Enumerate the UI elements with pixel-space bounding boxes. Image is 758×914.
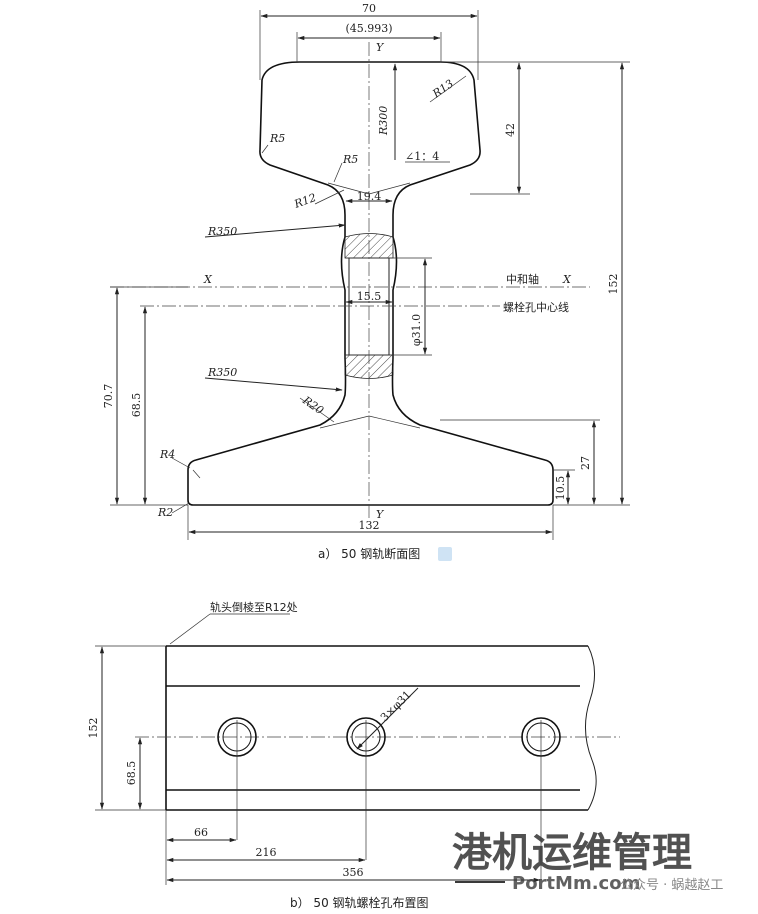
axis-x-right: X [562, 273, 572, 286]
bolt-hole-1 [217, 717, 257, 840]
watermark: 港机运维管理 PortMm.com 公众号 · 蜗越赵工 [452, 830, 723, 894]
slope-ratio: ∠1：4 [405, 150, 439, 163]
dim-66: 66 [194, 826, 208, 839]
radius-r5-left: R5 [269, 132, 285, 145]
badge-icon [438, 547, 452, 561]
watermark-title: 港机运维管理 [452, 830, 692, 876]
radius-r350-bottom: R350 [207, 366, 237, 379]
dim-216: 216 [256, 846, 277, 859]
break-line [585, 645, 597, 811]
rail-profile-outline [187, 61, 554, 506]
dim-70-7: 70.7 [102, 384, 115, 409]
dim-web-thickness: 15.5 [357, 290, 382, 303]
dim-10-5: 10.5 [554, 476, 567, 501]
watermark-site: PortMm.com [512, 873, 640, 894]
rail-section-view: 70 (45.993) Y R13 R300 R5 ∠1：4 42 152 R5… [102, 2, 630, 561]
radius-r5-neck: R5 [342, 153, 358, 166]
note-chamfer: 轨头倒棱至R12处 [210, 600, 298, 614]
dim-356: 356 [343, 866, 364, 879]
bolt-hole-3 [521, 717, 561, 880]
axis-x-left: X [203, 273, 213, 286]
dim-hole-height: 68.5 [125, 761, 138, 786]
dim-web-top: 19.4 [357, 190, 382, 203]
hole-callout: 3×φ31 [378, 688, 414, 724]
label-neutral-axis: 中和轴 [506, 272, 539, 286]
caption-section-view: a） 50 钢轨断面图 [318, 546, 420, 561]
dim-total-height: 152 [607, 274, 620, 295]
dim-27: 27 [579, 456, 592, 470]
axis-y-bottom: Y [376, 508, 385, 521]
dim-head-height: 42 [504, 123, 517, 137]
radius-r4: R4 [159, 448, 175, 461]
radius-r2: R2 [157, 506, 173, 519]
dim-base-width: 132 [359, 519, 380, 532]
axis-y-top: Y [376, 41, 385, 54]
dim-68-5: 68.5 [130, 393, 143, 418]
radius-r13: R13 [429, 77, 456, 101]
caption-hole-layout: b） 50 钢轨螺栓孔布置图 [290, 895, 429, 910]
radius-r12: R12 [292, 191, 318, 211]
label-bolt-centerline: 螺栓孔中心线 [503, 300, 569, 314]
dim-hole-diameter: φ31.0 [410, 314, 423, 346]
dim-head-inner: (45.993) [345, 22, 392, 35]
dim-head-width: 70 [362, 2, 376, 15]
bolt-hole-2 [346, 717, 386, 860]
radius-r300: R300 [377, 106, 390, 136]
web-hatch-bottom [344, 354, 394, 379]
radius-r350-top: R350 [207, 225, 237, 238]
bolt-hole-layout-view: 轨头倒棱至R12处 3×φ31 [87, 600, 620, 910]
watermark-sub: 公众号 · 蜗越赵工 [620, 877, 723, 893]
dim-rail-height: 152 [87, 718, 100, 739]
